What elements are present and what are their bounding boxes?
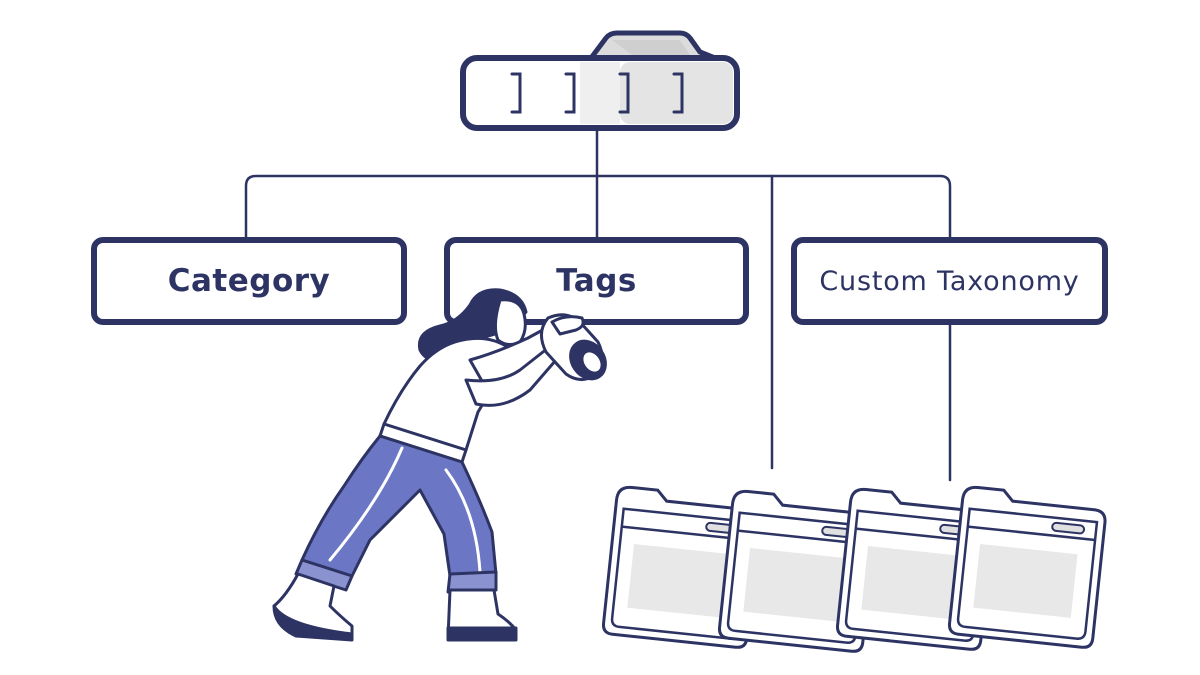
root-folder-icon <box>460 30 740 131</box>
folder-card-icon-2 <box>717 489 877 653</box>
node-label-custom-taxonomy: Custom Taxonomy <box>819 265 1080 297</box>
photographer-icon <box>272 288 607 642</box>
node-label-category: Category <box>167 263 331 299</box>
node-boxes <box>91 237 1108 325</box>
bracket-glyphs <box>510 72 684 114</box>
connector-lines <box>244 126 952 482</box>
folder-card-icon-4 <box>947 485 1107 649</box>
folder-cards <box>601 485 1107 653</box>
node-label-tags: Tags <box>556 263 637 299</box>
